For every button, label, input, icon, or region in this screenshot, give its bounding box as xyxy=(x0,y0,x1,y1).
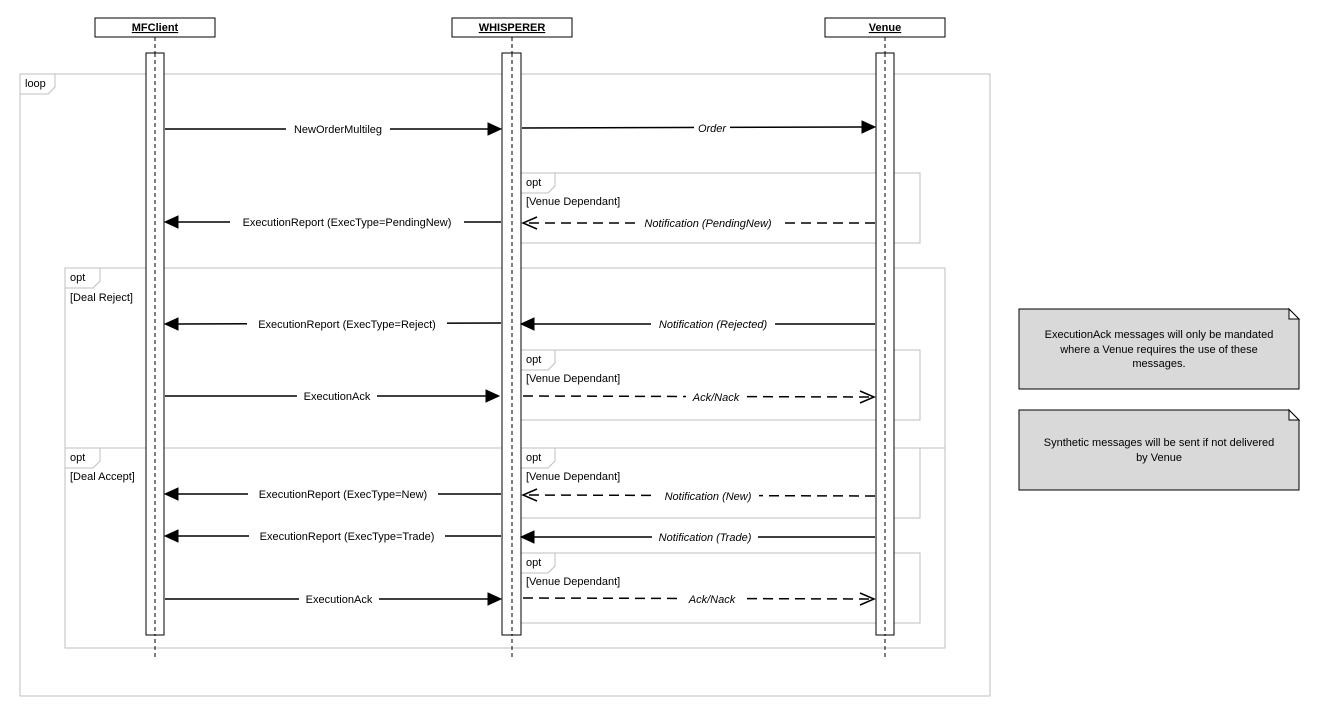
opt-frame-guard: [Venue Dependant] xyxy=(526,471,620,483)
opt-frame-guard: [Venue Dependant] xyxy=(526,196,620,208)
opt-frame-tag: opt xyxy=(70,452,85,464)
message-label: ExecutionReport (ExecType=Reject) xyxy=(258,319,436,331)
message-execution-ack-2: ExecutionAck xyxy=(165,591,503,606)
message-notification-trade: Notification (Trade) xyxy=(519,529,875,544)
message-execution-ack-1: ExecutionAck xyxy=(165,388,501,403)
note-line: by Venue xyxy=(1136,452,1182,464)
opt-frame-tag: opt xyxy=(526,354,541,366)
opt-frame-venue-dependant-1: opt [Venue Dependant] xyxy=(519,172,921,244)
message-label: Ack/Nack xyxy=(688,594,736,606)
arrowhead-open-right-icon xyxy=(859,592,876,606)
message-notification-rejected: Notification (Rejected) xyxy=(519,316,875,331)
message-order: Order xyxy=(521,120,877,135)
arrowhead-right-icon xyxy=(485,389,501,403)
note-line: Synthetic messages will be sent if not d… xyxy=(1044,437,1275,449)
opt-frame-tag: opt xyxy=(526,177,541,189)
opt-frame-venue-dependant-4: opt [Venue Dependant] xyxy=(519,552,921,624)
opt-frame-venue-dependant-3: opt [Venue Dependant] xyxy=(519,447,921,519)
arrowhead-left-icon xyxy=(163,487,179,501)
participant-head xyxy=(451,17,573,38)
message-notification-new: Notification (New) xyxy=(521,488,876,503)
message-notification-pendingnew: Notification (PendingNew) xyxy=(521,215,875,230)
message-label: Order xyxy=(698,123,727,135)
opt-frame-guard: [Deal Reject] xyxy=(70,292,133,304)
message-label: ExecutionAck xyxy=(306,594,373,606)
note-line: where a Venue requires the use of these xyxy=(1059,344,1258,356)
message-label: ExecutionReport (ExecType=New) xyxy=(259,489,427,501)
arrowhead-left-icon xyxy=(519,530,535,544)
opt-frame-guard: [Venue Dependant] xyxy=(526,373,620,385)
message-label: Notification (PendingNew) xyxy=(644,218,772,230)
message-label: Notification (Rejected) xyxy=(659,319,768,331)
arrowhead-open-right-icon xyxy=(859,390,876,404)
arrowhead-open-left-icon xyxy=(521,488,538,502)
note-line: ExecutionAck messages will only be manda… xyxy=(1045,329,1274,341)
message-execution-report-trade: ExecutionReport (ExecType=Trade) xyxy=(163,528,501,543)
message-ack-nack-2: Ack/Nack xyxy=(522,591,876,606)
message-execution-report-new: ExecutionReport (ExecType=New) xyxy=(163,486,501,501)
participant-head xyxy=(94,17,216,38)
message-label: NewOrderMultileg xyxy=(294,124,382,136)
opt-frame-tag: opt xyxy=(526,452,541,464)
note-execution-ack: ExecutionAck messages will only be manda… xyxy=(1018,307,1301,390)
message-label: Notification (New) xyxy=(665,491,752,503)
arrowhead-right-icon xyxy=(487,122,503,136)
message-label: ExecutionReport (ExecType=PendingNew) xyxy=(243,217,452,229)
opt-frame-guard: [Deal Accept] xyxy=(70,471,135,483)
message-label: ExecutionAck xyxy=(304,391,371,403)
arrowhead-left-icon xyxy=(163,317,179,331)
arrowhead-left-icon xyxy=(163,215,179,229)
message-label: ExecutionReport (ExecType=Trade) xyxy=(260,531,435,543)
opt-frame-tag: opt xyxy=(70,272,85,284)
participant-venue: Venue xyxy=(824,17,946,658)
arrowhead-open-left-icon xyxy=(521,216,538,230)
note-synthetic-messages: Synthetic messages will be sent if not d… xyxy=(1018,408,1301,491)
opt-frame-tag: opt xyxy=(526,557,541,569)
loop-frame-tag: loop xyxy=(25,78,46,90)
note-line: messages. xyxy=(1132,358,1185,370)
message-ack-nack-1: Ack/Nack xyxy=(522,389,876,404)
message-label: Notification (Trade) xyxy=(659,532,752,544)
participant-name: WHISPERER xyxy=(479,22,546,34)
opt-frame-guard: [Venue Dependant] xyxy=(526,576,620,588)
participant-name: Venue xyxy=(869,22,901,34)
participant-name: MFClient xyxy=(132,22,179,34)
participant-head xyxy=(824,17,946,38)
arrowhead-right-icon xyxy=(861,120,877,134)
arrowhead-right-icon xyxy=(487,592,503,606)
message-neworder-multileg: NewOrderMultileg xyxy=(165,121,503,136)
opt-frame-venue-dependant-2: opt [Venue Dependant] xyxy=(519,349,921,421)
arrowhead-left-icon xyxy=(163,529,179,543)
message-execution-report-reject: ExecutionReport (ExecType=Reject) xyxy=(163,316,502,331)
participant-mfclient: MFClient xyxy=(94,17,216,658)
participant-whisperer: WHISPERER xyxy=(451,17,573,658)
message-label: Ack/Nack xyxy=(692,392,740,404)
message-execution-report-pendingnew: ExecutionReport (ExecType=PendingNew) xyxy=(163,214,501,229)
arrowhead-left-icon xyxy=(519,317,535,331)
